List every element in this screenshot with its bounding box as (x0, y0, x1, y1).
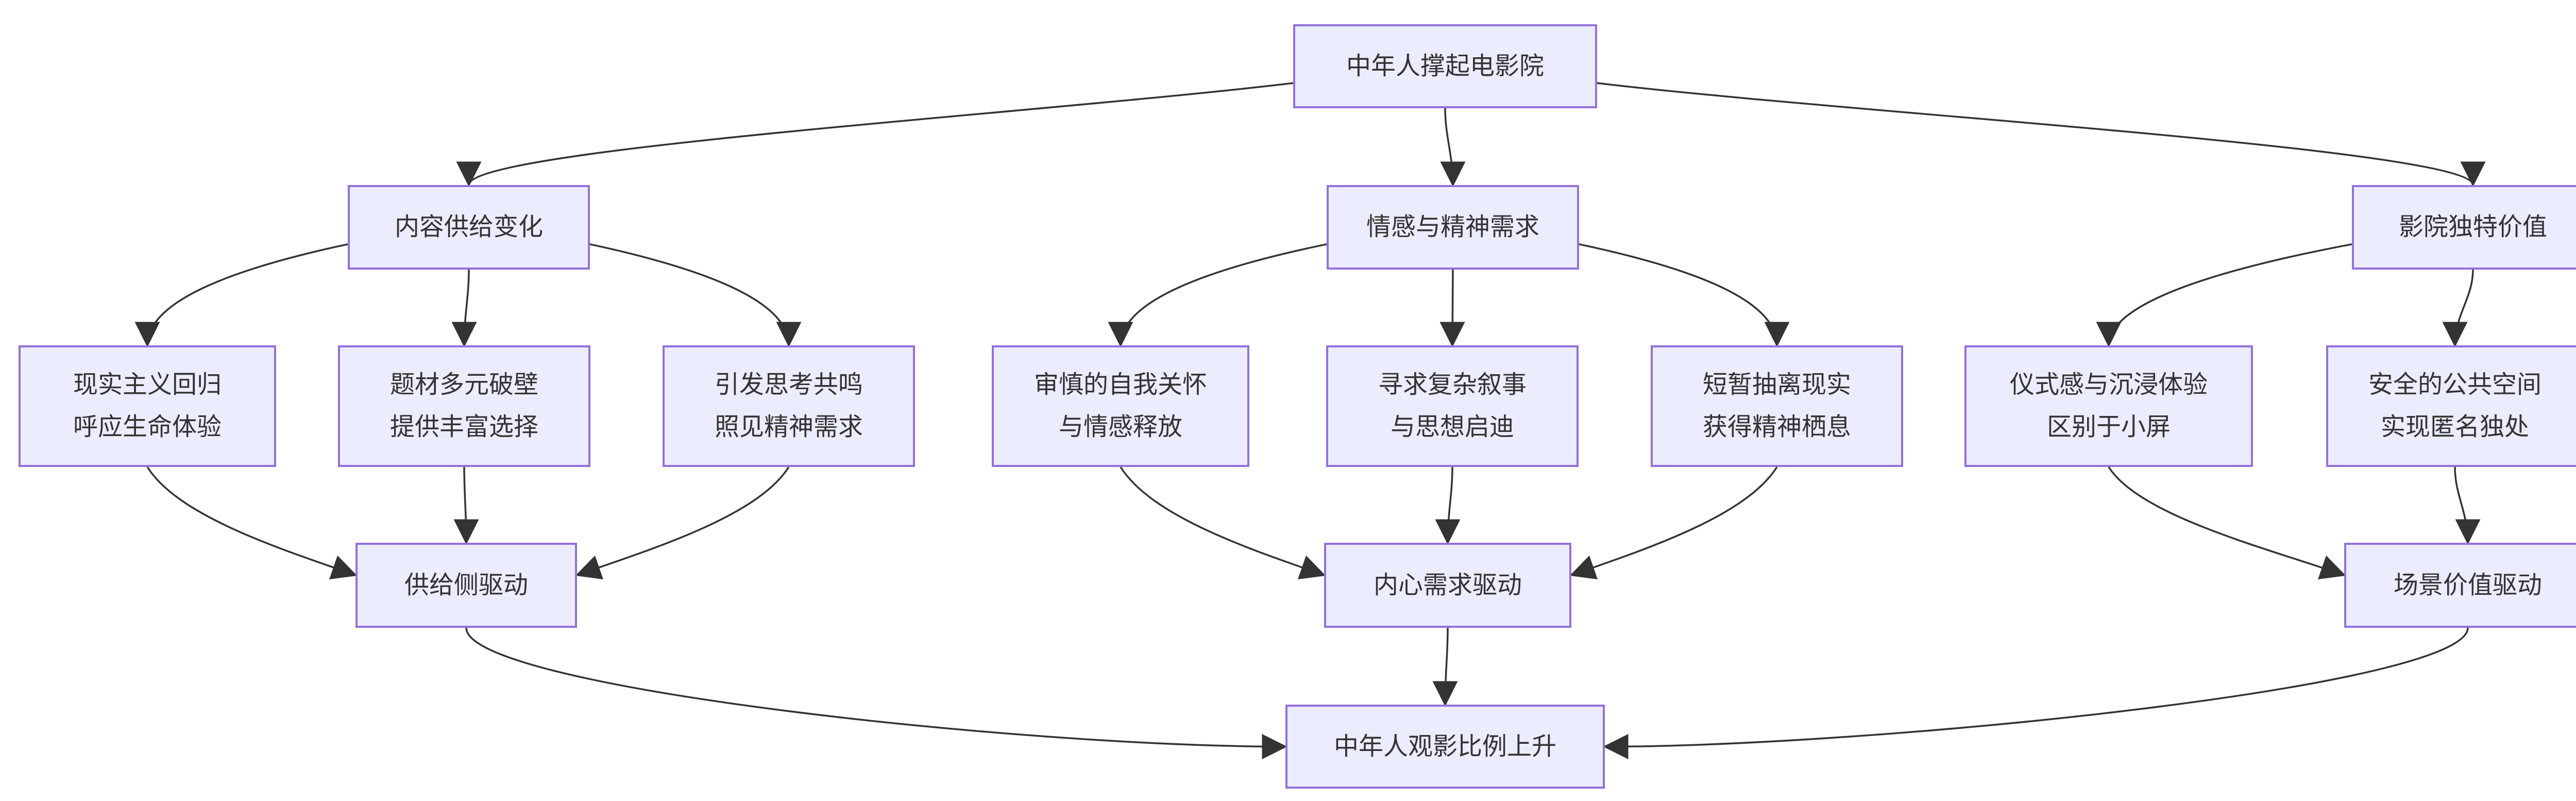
edge-root-b3 (1597, 82, 2485, 187)
edge-c2-d1 (453, 466, 479, 545)
edge-b3-c7 (2096, 243, 2352, 347)
edge-b2-c4 (1108, 243, 1327, 347)
node-emotional-needs: 情感与精神需求 (1327, 185, 1579, 270)
edge-b2-c6 (1579, 243, 1790, 347)
node-scene-value-driver: 场景价值驱动 (2344, 543, 2576, 628)
node-cinema-unique-value: 影院独特价值 (2352, 185, 2576, 270)
edge-c5-d2 (1435, 466, 1461, 545)
node-realism-return: 现实主义回归 呼应生命体验 (19, 345, 276, 467)
node-prudent-self-care: 审慎的自我关怀 与情感释放 (992, 345, 1249, 467)
edge-d3-e (1603, 627, 2469, 759)
edge-b1-c2 (451, 269, 477, 347)
edge-root-b2 (1440, 108, 1466, 187)
edge-c8-d3 (2454, 466, 2481, 545)
edge-b2-c5 (1439, 269, 1465, 347)
node-inner-need-driver: 内心需求驱动 (1324, 543, 1571, 628)
node-complex-narrative: 寻求复杂叙事 与思想启迪 (1326, 345, 1579, 467)
edge-c3-d1 (575, 466, 790, 579)
node-brief-escape: 短暂抽离现实 获得精神栖息 (1651, 345, 1903, 467)
edge-c6-d2 (1569, 466, 1778, 579)
edge-b3-c8 (2442, 269, 2474, 347)
edge-b1-c3 (589, 243, 802, 347)
node-content-supply: 内容供给变化 (348, 185, 590, 270)
node-diverse-genres: 题材多元破壁 提供丰富选择 (338, 345, 590, 467)
node-ritual-immersion: 仪式感与沉浸体验 区别于小屏 (1964, 345, 2253, 467)
node-safe-public-space: 安全的公共空间 实现匿名独处 (2326, 345, 2576, 467)
edge-root-b1 (456, 82, 1294, 187)
edge-d2-e (1432, 627, 1458, 707)
edge-d1-e (465, 627, 1287, 759)
edge-c7-d3 (2108, 466, 2346, 579)
edge-c4-d2 (1120, 466, 1326, 579)
node-root: 中年人撑起电影院 (1293, 24, 1597, 108)
node-supply-side-driver: 供给侧驱动 (355, 543, 577, 628)
node-thought-resonance: 引发思考共鸣 照见精神需求 (663, 345, 915, 467)
node-conclusion: 中年人观影比例上升 (1285, 705, 1605, 789)
edge-c1-d1 (146, 466, 358, 579)
edge-b1-c1 (134, 243, 348, 347)
